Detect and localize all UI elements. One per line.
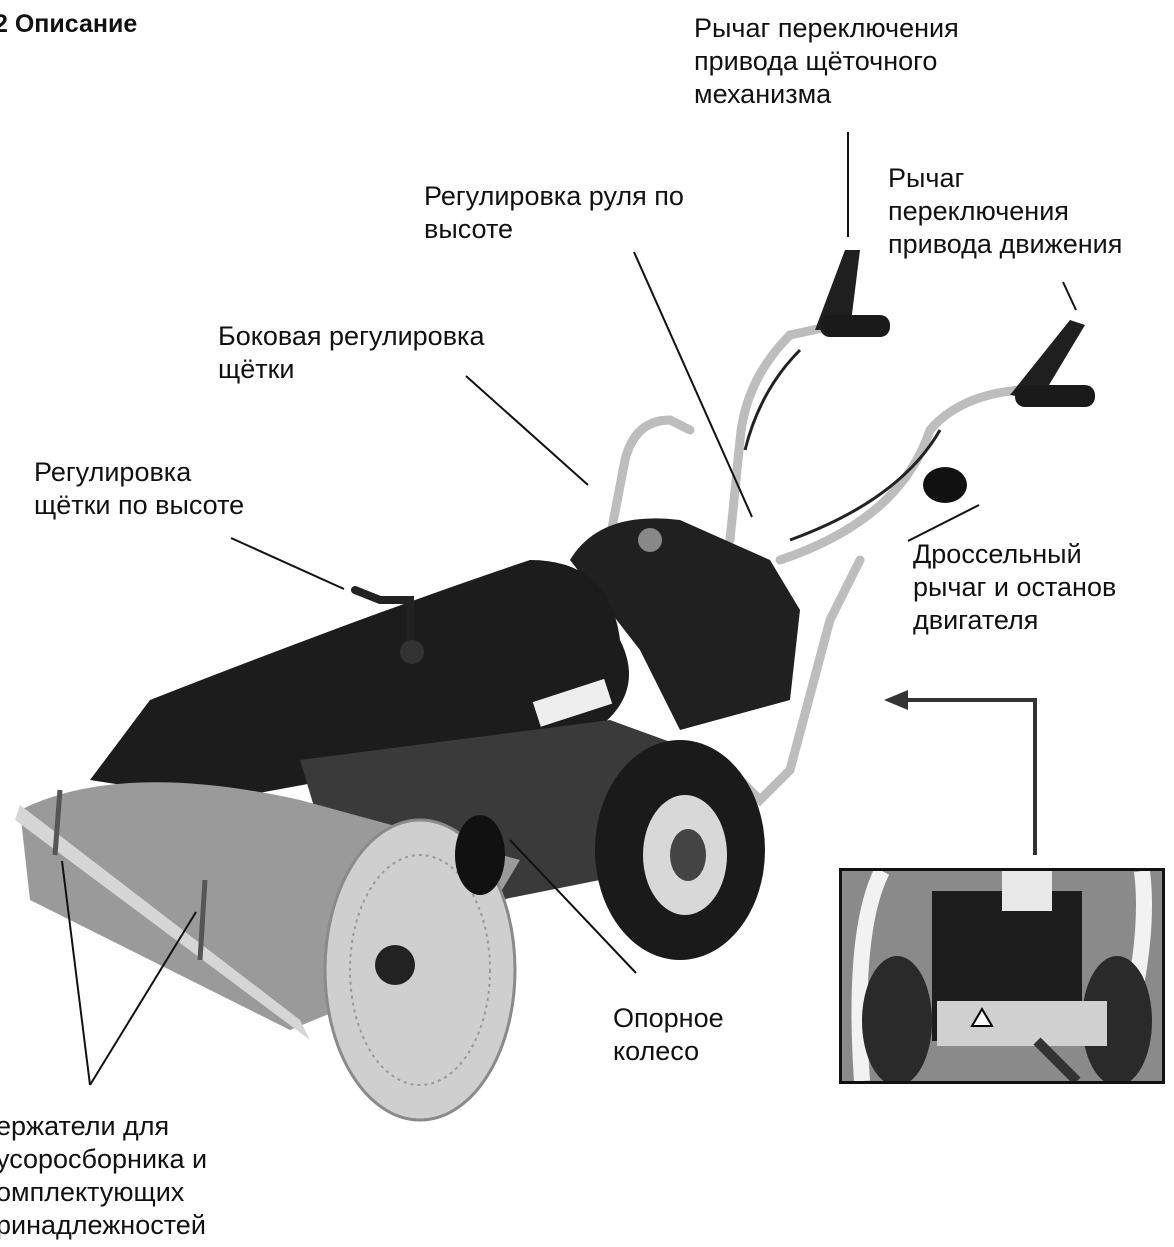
brush-grip-icon	[820, 315, 890, 337]
inset-pointer-arrow	[900, 700, 1035, 855]
inset-illustration	[842, 871, 1162, 1081]
detail-inset-photo	[839, 868, 1165, 1084]
support-wheel-icon	[455, 815, 505, 895]
main-wheel-icon	[595, 740, 765, 960]
throttle-knob-icon	[923, 467, 967, 503]
drive-grip-icon	[1015, 385, 1095, 407]
